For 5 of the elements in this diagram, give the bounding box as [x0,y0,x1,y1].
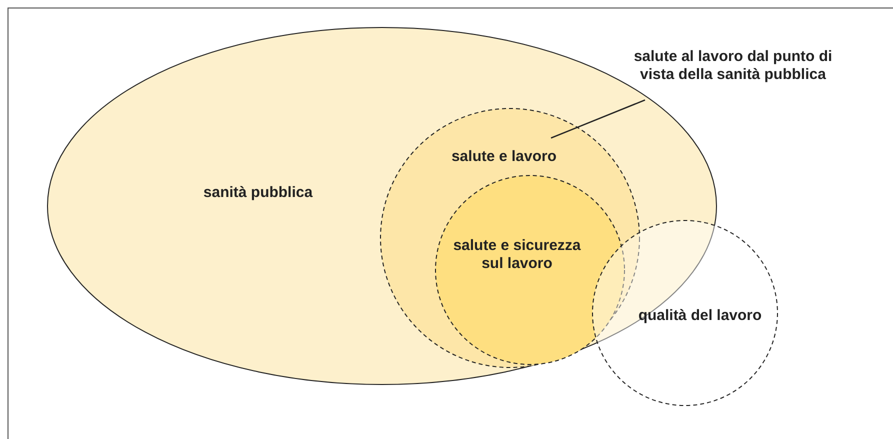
callout-text: salute al lavoro dal punto di vista della sanità pubblica [632,48,834,84]
set-label: salute e lavoro [450,148,558,166]
set-label: sanità pubblica [202,184,314,202]
set-label: salute e sicurezza sul lavoro [452,237,582,273]
leader-line [550,99,646,139]
